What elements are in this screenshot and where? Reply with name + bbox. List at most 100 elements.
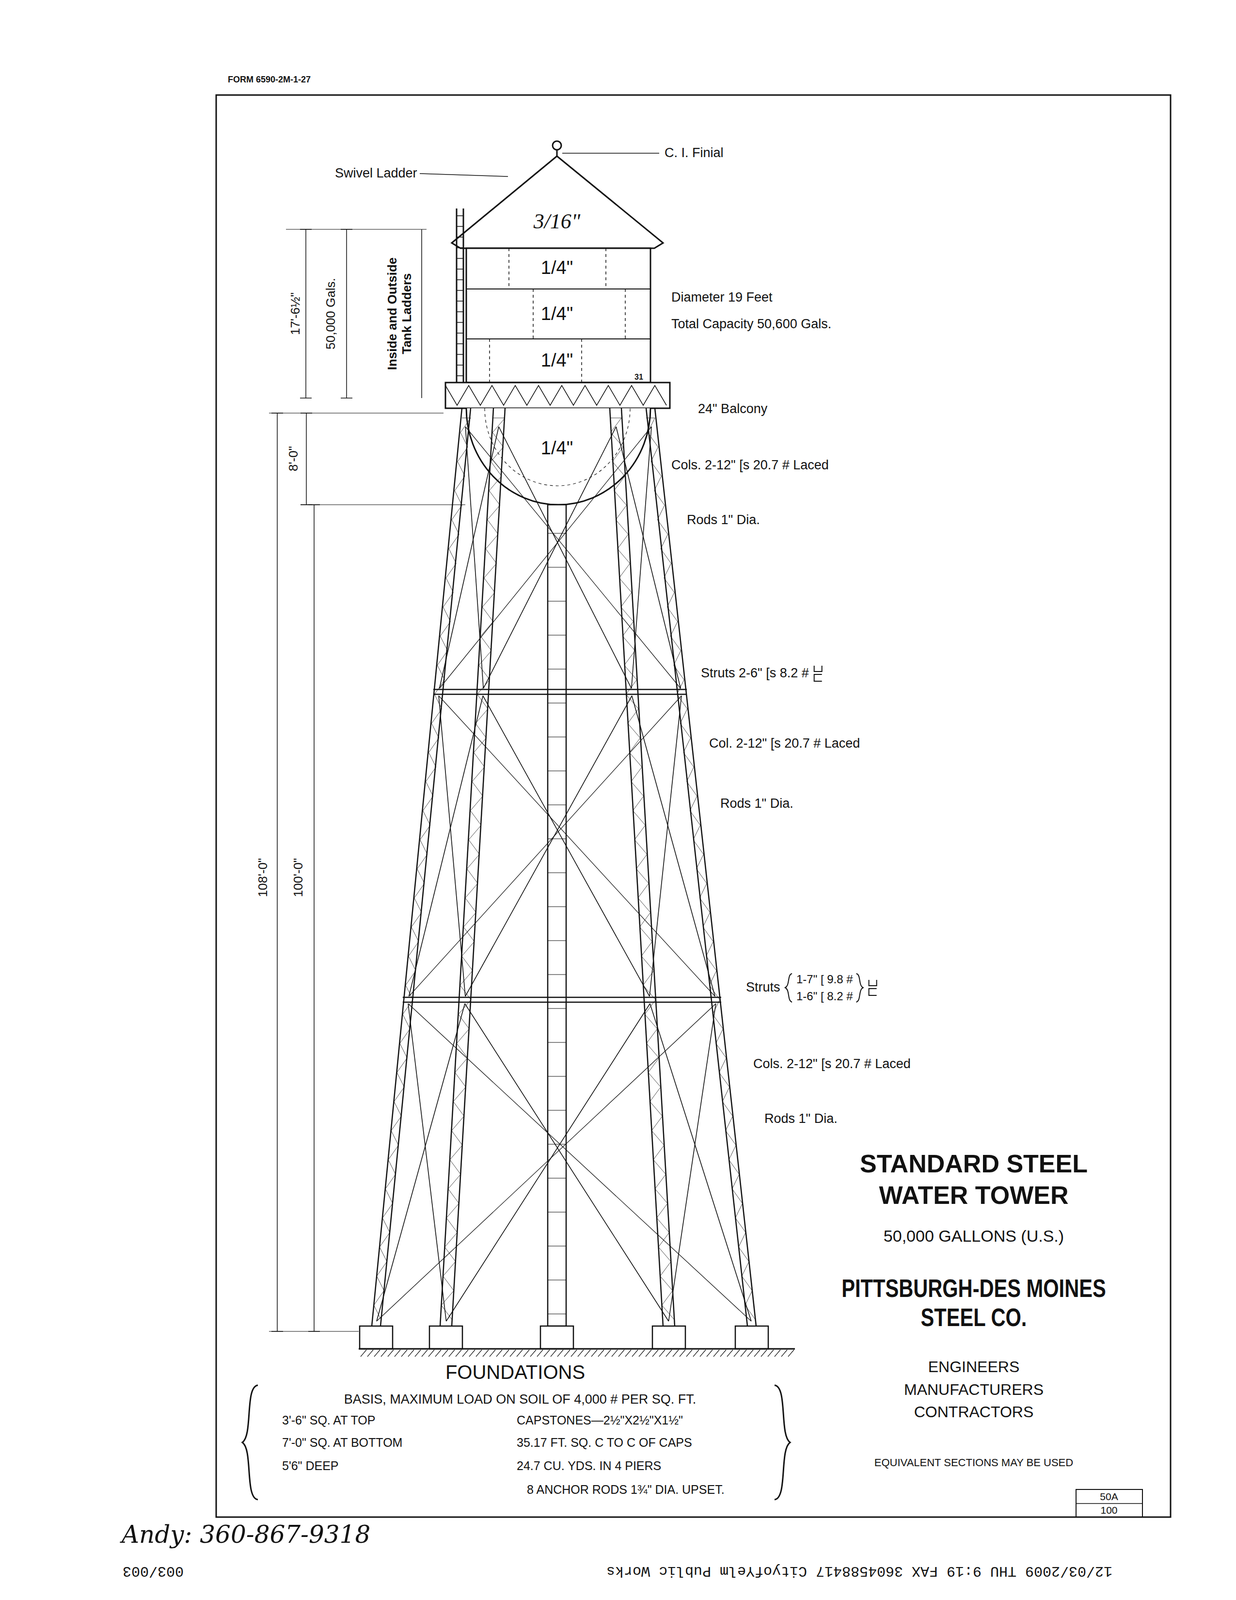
ground-hatch bbox=[591, 1349, 598, 1357]
pipe-joint bbox=[547, 702, 567, 703]
extension-line bbox=[269, 1330, 359, 1332]
ground-hatch bbox=[577, 1349, 584, 1357]
ground-hatch bbox=[503, 1349, 509, 1357]
ground-hatch bbox=[428, 1349, 435, 1357]
leader-line bbox=[419, 173, 508, 177]
dimension-line bbox=[305, 412, 307, 505]
drawing-label: Struts bbox=[744, 979, 782, 995]
tower-column bbox=[609, 408, 664, 1326]
pipe-joint bbox=[547, 905, 567, 907]
ground-hatch bbox=[788, 1349, 794, 1357]
pipe-joint bbox=[547, 804, 567, 805]
dimension-line bbox=[305, 229, 307, 398]
drawing-label: 1/4" bbox=[539, 303, 575, 325]
dimension-line bbox=[346, 229, 348, 398]
ground-hatch bbox=[638, 1349, 645, 1357]
drawing-label: 003/003 bbox=[121, 1562, 186, 1580]
ground-hatch bbox=[380, 1349, 387, 1357]
pipe-joint bbox=[547, 939, 567, 941]
ground-line bbox=[358, 1347, 795, 1350]
drawing-label: 50,000 Gals. bbox=[323, 276, 339, 351]
ground-hatch bbox=[611, 1349, 618, 1357]
dimension-line bbox=[313, 504, 315, 1332]
ground-hatch bbox=[455, 1349, 462, 1357]
drawing-label: 24.7 CU. YDS. IN 4 PIERS bbox=[515, 1458, 663, 1473]
strut bbox=[402, 1001, 722, 1003]
plate-seam bbox=[466, 288, 651, 290]
bracket bbox=[785, 973, 793, 1002]
pipe-joint bbox=[547, 1177, 567, 1178]
ground-hatch bbox=[475, 1349, 482, 1357]
drawing-label: 7'-0" SQ. AT BOTTOM bbox=[280, 1435, 404, 1450]
brace-rod bbox=[409, 695, 682, 997]
ground-hatch bbox=[706, 1349, 713, 1357]
finial bbox=[552, 141, 562, 150]
foundation-pier bbox=[652, 1325, 686, 1349]
ladder-rung bbox=[456, 247, 464, 249]
drawing-number-box bbox=[1076, 1489, 1143, 1517]
sheet-frame bbox=[216, 95, 1171, 1517]
tower-column bbox=[451, 408, 506, 1326]
ground-hatch bbox=[387, 1349, 394, 1357]
pipe-joint bbox=[547, 1007, 567, 1009]
ground-hatch bbox=[489, 1349, 496, 1357]
strut bbox=[433, 688, 687, 691]
ladder-rung bbox=[456, 225, 464, 227]
ground-hatch bbox=[523, 1349, 530, 1357]
drawing-label: 5'6" DEEP bbox=[280, 1458, 340, 1473]
tower-column bbox=[380, 408, 471, 1326]
brace-rod bbox=[464, 1003, 669, 1321]
ground-hatch bbox=[672, 1349, 679, 1357]
brace-rod bbox=[668, 1003, 716, 1321]
ground-hatch bbox=[543, 1349, 550, 1357]
tank-roof bbox=[451, 156, 664, 249]
drawing-label: CAPSTONES—2½"X2½"X1½" bbox=[515, 1412, 685, 1427]
drawing-label: MANUFACTURERS bbox=[902, 1380, 1046, 1399]
ground-hatch bbox=[530, 1349, 537, 1357]
pipe-joint bbox=[547, 1245, 567, 1246]
brace-rod bbox=[438, 695, 466, 997]
drawing-label: Andy: 360-867-9318 bbox=[120, 1520, 372, 1549]
ground-hatch bbox=[652, 1349, 659, 1357]
drawing-label: Rods 1" Dia. bbox=[762, 1110, 840, 1126]
pipe-joint bbox=[547, 736, 567, 737]
ground-hatch bbox=[665, 1349, 672, 1357]
plate-seam bbox=[466, 338, 651, 340]
drawing-label: 8'-0" bbox=[286, 444, 302, 473]
ground-hatch bbox=[747, 1349, 754, 1357]
swivel-ladder bbox=[462, 208, 465, 383]
ground-hatch bbox=[374, 1349, 381, 1357]
ladder-rung bbox=[456, 268, 464, 270]
ground-hatch bbox=[360, 1349, 367, 1357]
drawing-label: 1/4" bbox=[539, 257, 575, 279]
ground-hatch bbox=[496, 1349, 503, 1357]
tower-column bbox=[654, 408, 757, 1326]
ground-hatch bbox=[645, 1349, 652, 1357]
ladder-rung bbox=[456, 375, 464, 377]
ladder-rung bbox=[456, 279, 464, 281]
ground-hatch bbox=[482, 1349, 489, 1357]
brace-rod bbox=[446, 1003, 650, 1321]
foundation-pier bbox=[540, 1325, 574, 1349]
plate-seam bbox=[581, 338, 583, 383]
ladder-rung bbox=[456, 311, 464, 313]
dimension-line bbox=[276, 412, 278, 1332]
ground-hatch bbox=[509, 1349, 516, 1357]
brace-rod bbox=[376, 1003, 716, 1321]
ground-hatch bbox=[727, 1349, 733, 1357]
ladder-rung bbox=[456, 353, 464, 355]
ground-hatch bbox=[659, 1349, 666, 1357]
brace-rod bbox=[409, 695, 484, 997]
brace-rod bbox=[465, 426, 681, 689]
channel-symbol bbox=[814, 674, 823, 682]
pipe-joint bbox=[547, 668, 567, 669]
ground-hatch bbox=[604, 1349, 611, 1357]
ground-hatch bbox=[564, 1349, 571, 1357]
ground-hatch bbox=[408, 1349, 414, 1357]
drawing-label: Rods 1" Dia. bbox=[685, 512, 762, 528]
ladder-rung bbox=[456, 215, 464, 217]
ground-hatch bbox=[618, 1349, 625, 1357]
drawing-label: Inside and Outside Tank Ladders bbox=[385, 253, 415, 374]
